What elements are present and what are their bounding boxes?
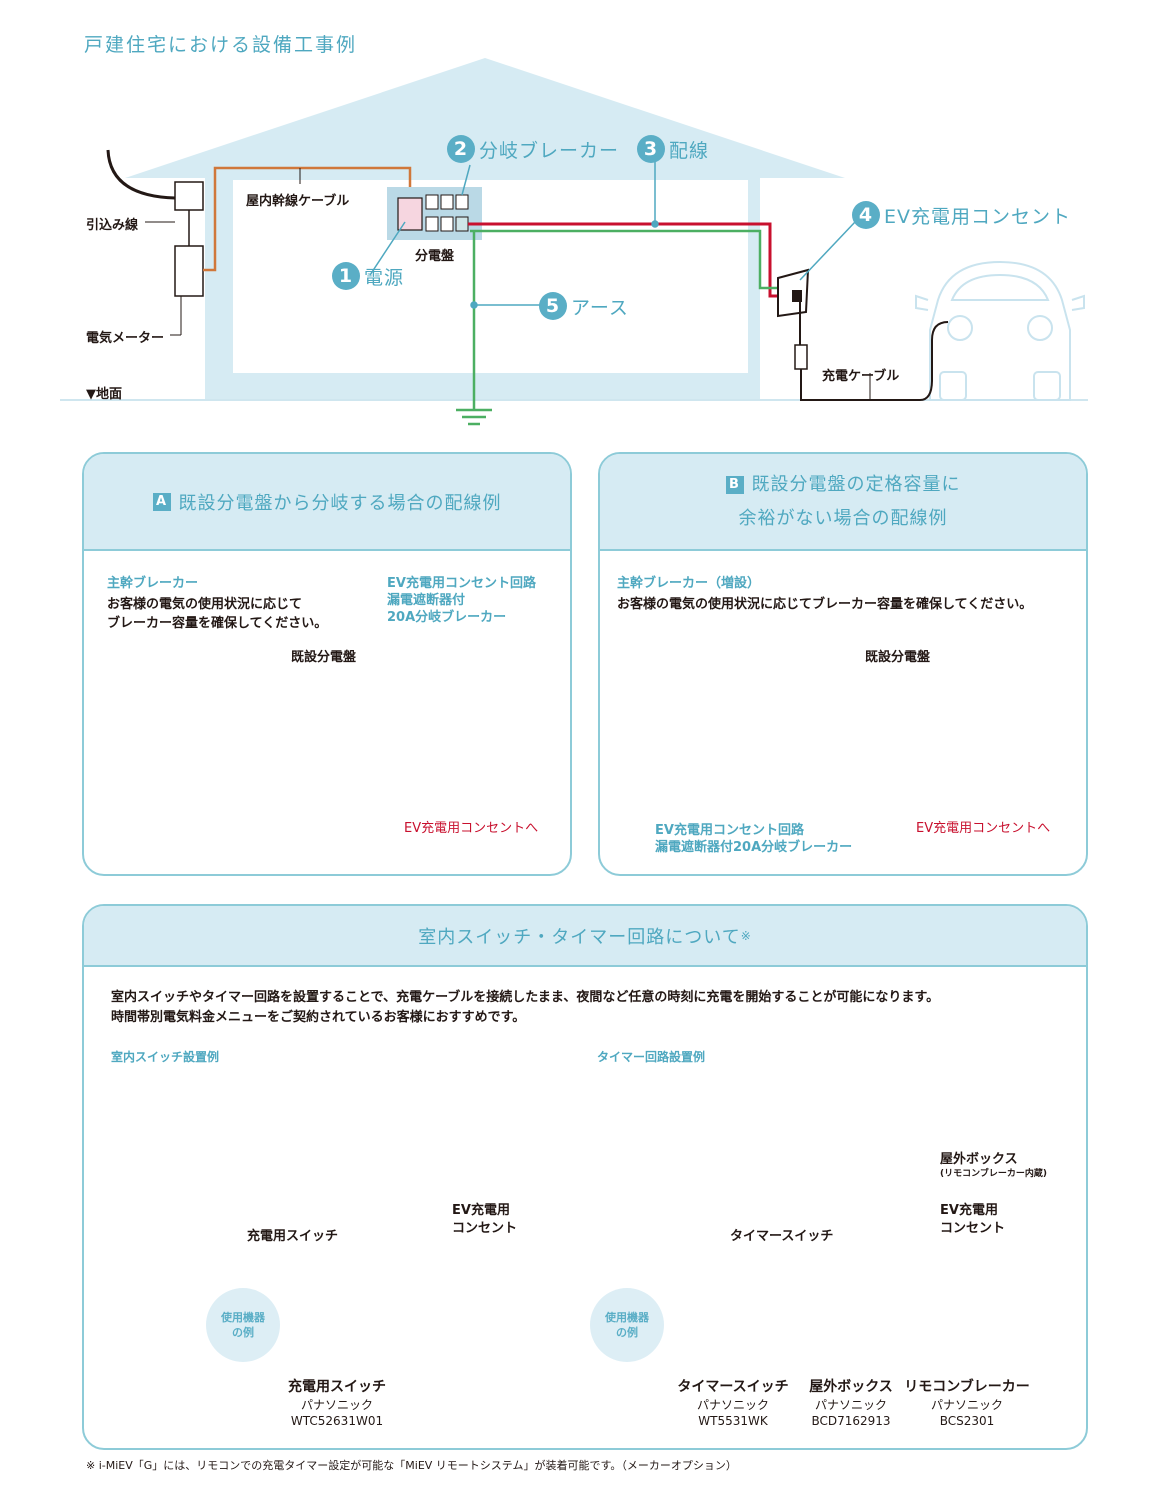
panel-b-branch-2: 漏電遮断器付20A分岐ブレーカー xyxy=(655,840,853,855)
panel-b-branch-1: EV充電用コンセント回路 xyxy=(655,823,804,838)
panel-a-branch-1: EV充電用コンセント回路 xyxy=(387,576,536,591)
bubble-line-1: 使用機器 xyxy=(605,1310,649,1324)
panel-a-board-label: 既設分電盤 xyxy=(291,650,357,665)
bubble-line-2: の例 xyxy=(616,1326,638,1339)
pole-box-top xyxy=(174,181,204,211)
outdoor-box-label: 屋外ボックス xyxy=(940,1152,1018,1167)
callout-number: 2 xyxy=(447,135,475,163)
badge-a: A xyxy=(152,492,171,511)
left-outlet-2: コンセント xyxy=(452,1221,518,1236)
product-switch: 充電用スイッチ パナソニック WTC52631W01 xyxy=(272,1378,402,1429)
switch-label: 充電用スイッチ xyxy=(247,1229,339,1244)
product-name: 屋外ボックス xyxy=(809,1379,893,1395)
house-illustration xyxy=(60,58,1088,401)
panel-a-branch-2: 漏電遮断器付 xyxy=(387,593,466,608)
callout-text: 分岐ブレーカー xyxy=(479,139,620,162)
product-model: WTC52631W01 xyxy=(290,1414,384,1429)
outdoor-box-sub: (リモコンブレーカー内蔵) xyxy=(940,1169,1047,1179)
callout-text: EV充電用コンセント xyxy=(884,205,1072,228)
callout-text: アース xyxy=(571,296,629,319)
panel-b-main-breaker-title: 主幹ブレーカー（増設） xyxy=(617,576,761,591)
panel-b-to-outlet: EV充電用コンセントへ xyxy=(916,821,1051,836)
left-bubble: 使用機器の例 xyxy=(206,1288,280,1362)
callout-number: 3 xyxy=(637,135,665,163)
bubble-line-1: 使用機器 xyxy=(221,1310,265,1324)
product-maker: パナソニック xyxy=(930,1397,1003,1412)
label-panel: 分電盤 xyxy=(415,249,455,264)
product-model: BCD7162913 xyxy=(811,1414,891,1429)
label-charge-cable: 充電ケーブル xyxy=(822,369,900,384)
label-hikikomi: 引込み線 xyxy=(86,218,139,233)
earth-green xyxy=(470,229,784,290)
charge-cable xyxy=(800,321,949,401)
label-main-cable: 屋内幹線ケーブル xyxy=(246,194,350,209)
right-heading: タイマー回路設置例 xyxy=(597,1050,706,1064)
product-timer: タイマースイッチ パナソニック WT5531WK xyxy=(672,1378,794,1429)
switch-section-header: 室内スイッチ・タイマー回路について※ xyxy=(84,906,1086,967)
product-maker: パナソニック xyxy=(696,1397,769,1412)
panel-a-header: A 既設分電盤から分岐する場合の配線例 xyxy=(84,454,570,551)
panel-b-board-label: 既設分電盤 xyxy=(865,650,931,665)
panel-a: A 既設分電盤から分岐する場合の配線例 xyxy=(82,452,572,876)
label-ground: ▼地面 xyxy=(86,387,122,402)
panel-b-title-1: 既設分電盤の定格容量に xyxy=(751,473,961,495)
right-bubble: 使用機器の例 xyxy=(590,1288,664,1362)
product-outdoor-box: 屋外ボックス パナソニック BCD7162913 xyxy=(796,1378,906,1429)
product-maker: パナソニック xyxy=(814,1397,887,1412)
badge-b: B xyxy=(725,475,744,494)
callout-text: 配線 xyxy=(669,139,710,162)
switch-desc-2: 時間帯別電気料金メニューをご契約されているお客様におすすめです。 xyxy=(111,1010,526,1025)
product-model: WT5531WK xyxy=(698,1414,768,1429)
panel-b: B 既設分電盤の定格容量に 余裕がない場合の配線例 xyxy=(598,452,1088,876)
panel-b-note: お客様の電気の使用状況に応じてブレーカー容量を確保してください。 xyxy=(617,597,1033,612)
car-illustration xyxy=(915,260,1085,401)
panel-b-header: B 既設分電盤の定格容量に 余裕がない場合の配線例 xyxy=(600,454,1086,551)
left-outlet-1: EV充電用 xyxy=(452,1203,510,1218)
panel-a-title: 既設分電盤から分岐する場合の配線例 xyxy=(178,492,502,514)
product-name: タイマースイッチ xyxy=(677,1379,789,1395)
product-model: BCS2301 xyxy=(939,1414,995,1429)
meter-box xyxy=(174,245,204,297)
product-maker: パナソニック xyxy=(300,1397,373,1412)
panel-b-title-2: 余裕がない場合の配線例 xyxy=(738,507,948,529)
label-meter: 電気メーター xyxy=(86,331,165,346)
panel-a-note-1: お客様の電気の使用状況に応じて xyxy=(107,597,303,612)
main-cable-line xyxy=(203,166,412,272)
switch-section-title-mark: ※ xyxy=(740,928,752,943)
footnote: ※ i-MiEV「G」には、リモコンでの充電タイマー設定が可能な「MiEV リモ… xyxy=(86,1459,737,1472)
service-wire xyxy=(106,149,176,200)
bubble-line-2: の例 xyxy=(232,1326,254,1339)
left-heading: 室内スイッチ設置例 xyxy=(111,1050,220,1064)
page-title: 戸建住宅における設備工事例 xyxy=(84,34,358,56)
product-name: リモコンブレーカー xyxy=(904,1379,1030,1395)
callout-text: 電源 xyxy=(364,266,405,289)
right-outlet-2: コンセント xyxy=(940,1221,1006,1236)
panel-a-main-breaker-title: 主幹ブレーカー xyxy=(107,576,199,591)
callout-number: 1 xyxy=(332,262,360,290)
callout-number: 5 xyxy=(539,292,567,320)
panel-a-to-outlet: EV充電用コンセントへ xyxy=(404,821,539,836)
panel-a-branch-3: 20A分岐ブレーカー xyxy=(387,610,507,625)
product-name: 充電用スイッチ xyxy=(288,1379,386,1395)
product-remote-breaker: リモコンブレーカー パナソニック BCS2301 xyxy=(902,1378,1032,1429)
callout-number: 4 xyxy=(852,201,880,229)
right-outlet-1: EV充電用 xyxy=(940,1203,998,1218)
switch-section-title: 室内スイッチ・タイマー回路について xyxy=(418,926,741,948)
panel-a-note-2: ブレーカー容量を確保してください。 xyxy=(107,616,328,631)
switch-desc-1: 室内スイッチやタイマー回路を設置することで、充電ケーブルを接続したまま、夜間など… xyxy=(111,990,940,1005)
timer-label: タイマースイッチ xyxy=(730,1229,834,1244)
